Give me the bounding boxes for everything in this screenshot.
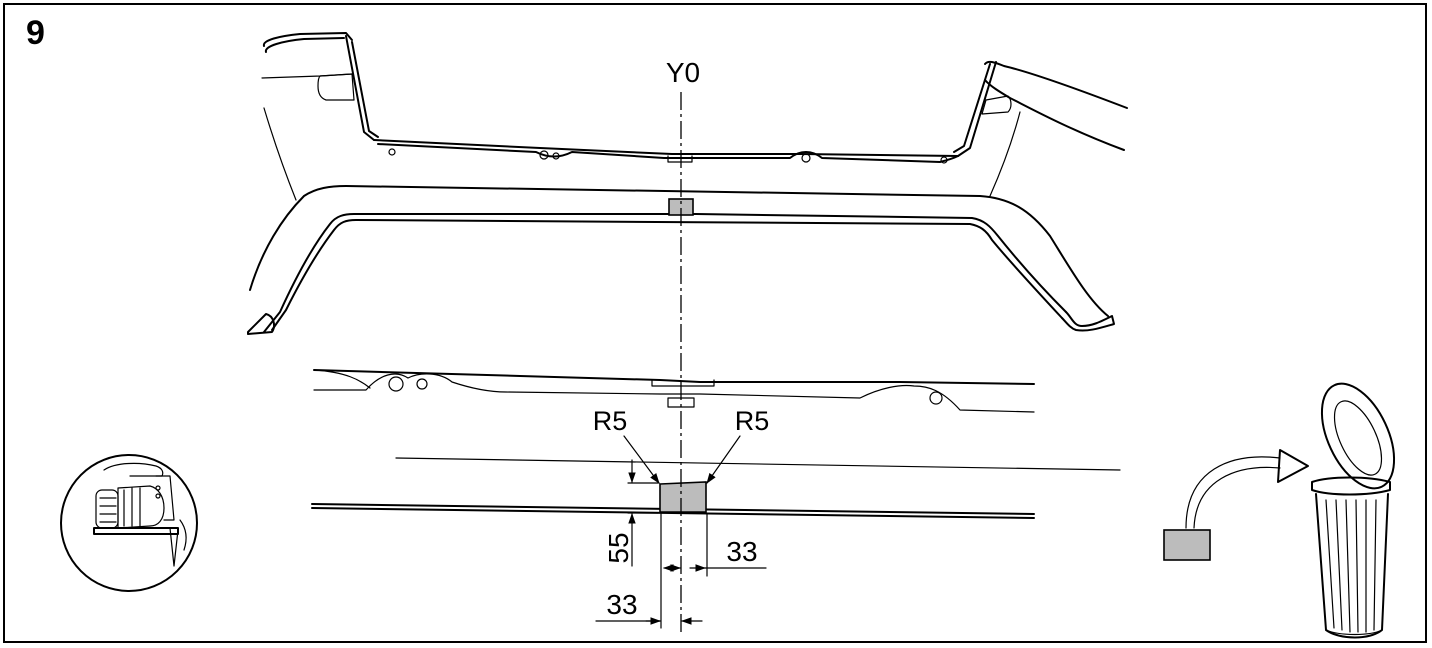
radius-right-label: R5: [735, 406, 770, 436]
discard-illustration: [1163, 382, 1396, 639]
cutout-piece: [1163, 529, 1211, 561]
height-dimension: 55: [603, 532, 634, 563]
centerline-label: Y0: [666, 57, 700, 88]
step-number: 9: [26, 14, 45, 52]
radius-left-label: R5: [593, 406, 628, 436]
dimensions: R5 R5 55 33 33: [593, 406, 770, 629]
trash-can-icon: [1311, 382, 1396, 639]
left-width-dimension: 33: [606, 589, 637, 620]
right-width-dimension: 33: [726, 536, 757, 567]
jigsaw-icon: [60, 454, 198, 592]
bumper-detail-view: [311, 369, 1121, 519]
